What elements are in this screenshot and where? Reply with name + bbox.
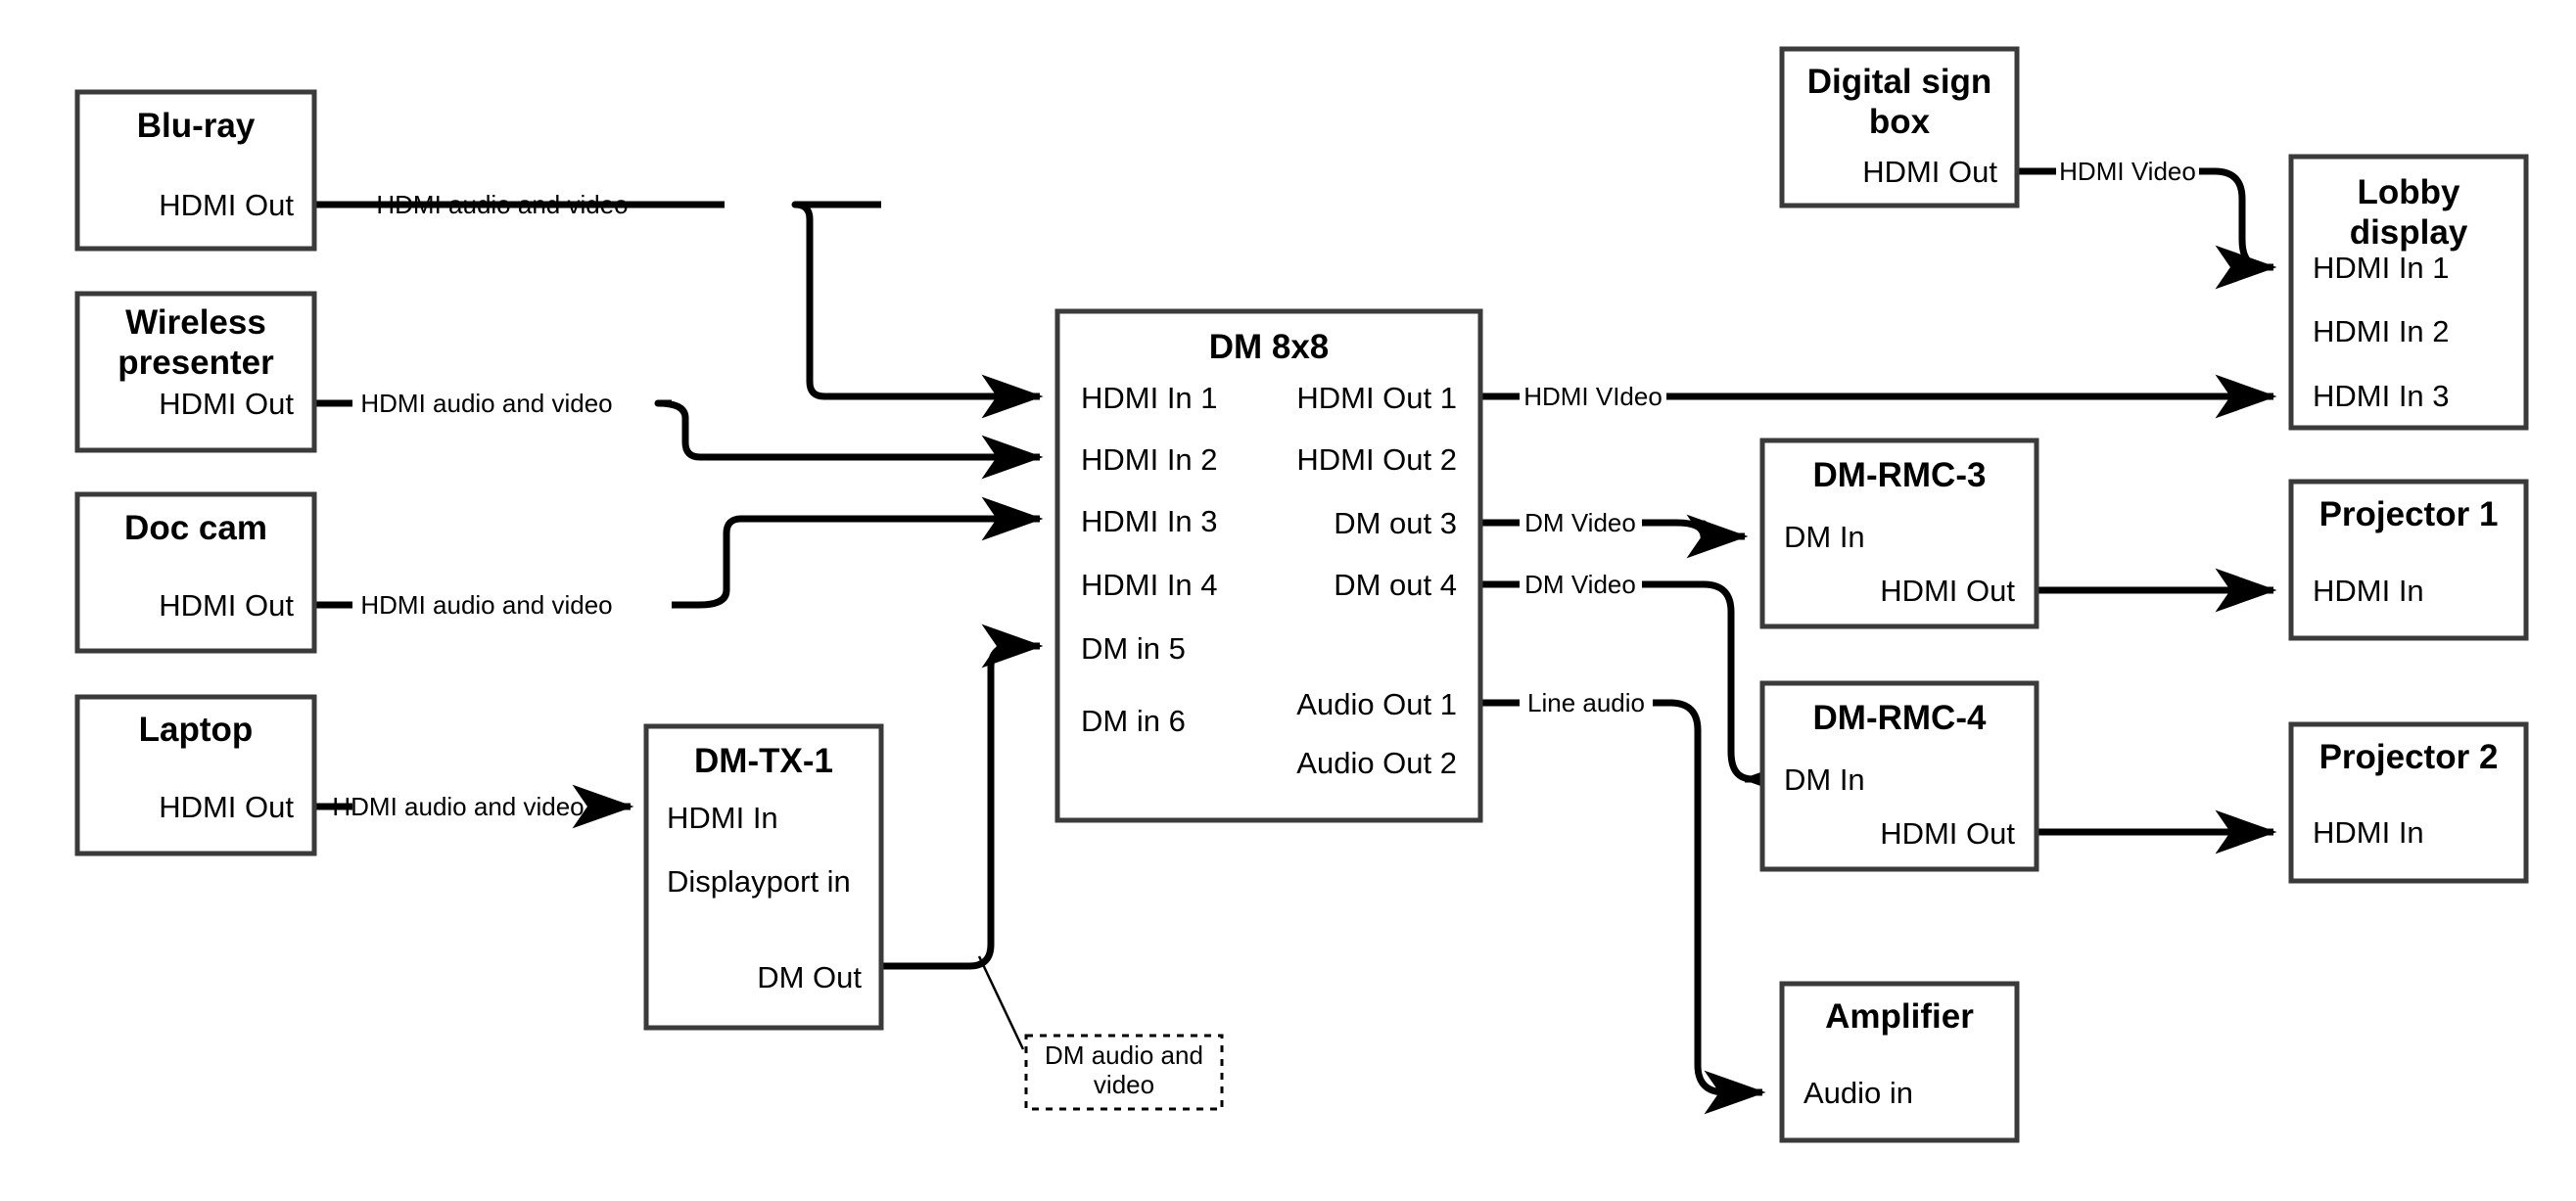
wire-label-dm8x8-out1-to-lobby: HDMI VIdeo <box>1523 382 1663 411</box>
device-box-amplifier[interactable]: Amplifier Audio in <box>1779 981 2020 1143</box>
device-box-dm-tx-1[interactable]: DM-TX-1 HDMI In Displayport in DM Out <box>643 723 884 1031</box>
projector-2-title: Projector 2 <box>2319 738 2499 776</box>
dm-8x8-output-hdmi-out-1: HDMI Out 1 <box>1296 381 1457 415</box>
lobby-display-title-line2: display <box>2350 213 2468 252</box>
projector-1-port-hdmi-in: HDMI In <box>2313 574 2424 608</box>
wire-label-doccam-to-dm8x8: HDMI audio and video <box>360 590 612 620</box>
laptop-port-hdmi-out: HDMI Out <box>159 790 294 824</box>
bluray-title: Blu-ray <box>137 107 256 145</box>
dm-rmc-4-title: DM-RMC-4 <box>1813 699 1987 737</box>
dm-8x8-input-hdmi-in-2: HDMI In 2 <box>1081 442 1218 477</box>
projector-1-title: Projector 1 <box>2319 495 2499 533</box>
device-box-lobby-display[interactable]: Lobby display HDMI In 1 HDMI In 2 HDMI I… <box>2288 154 2529 431</box>
device-box-doc-cam[interactable]: Doc cam HDMI Out <box>74 491 317 654</box>
callout-text-line1: DM audio and <box>1045 1040 1203 1070</box>
wire-label-dm8x8-audio-to-amplifier: Line audio <box>1527 688 1645 717</box>
wire-dm8x8-audio-to-amplifier <box>1480 699 1766 1115</box>
digital-sign-box-port-hdmi-out: HDMI Out <box>1862 155 1997 189</box>
dm-tx-1-title: DM-TX-1 <box>694 742 833 780</box>
device-box-digital-sign-box[interactable]: Digital sign box HDMI Out <box>1779 46 2020 208</box>
wire-doccam-to-dm8x8 <box>314 496 1044 609</box>
device-box-bluray[interactable]: Blu-ray HDMI Out <box>74 89 317 252</box>
dm-tx-1-port-displayport-in: Displayport in <box>667 864 851 899</box>
lobby-display-input-hdmi-in-1: HDMI In 1 <box>2313 251 2450 285</box>
wire-dmtx1-to-dm8x8 <box>881 624 1044 970</box>
lobby-display-title-line1: Lobby <box>2358 173 2461 211</box>
amplifier-title: Amplifier <box>1825 997 1974 1036</box>
dm-8x8-input-dm-in-5: DM in 5 <box>1081 631 1186 666</box>
device-box-dm-8x8[interactable]: DM 8x8 HDMI In 1 HDMI In 2 HDMI In 3 HDM… <box>1054 308 1483 823</box>
wireless-presenter-title-line1: Wireless <box>125 303 266 342</box>
device-box-dm-rmc-3[interactable]: DM-RMC-3 DM In HDMI Out <box>1759 438 2039 629</box>
bluray-port-hdmi-out: HDMI Out <box>159 188 294 222</box>
wire-label-wireless-to-dm8x8: HDMI audio and video <box>360 389 612 418</box>
device-box-laptop[interactable]: Laptop HDMI Out <box>74 694 317 856</box>
device-box-projector-1[interactable]: Projector 1 HDMI In <box>2288 479 2529 641</box>
wire-wireless-to-dm8x8 <box>314 399 1044 480</box>
device-box-dm-rmc-4[interactable]: DM-RMC-4 DM In HDMI Out <box>1759 680 2039 872</box>
wire-label-dm8x8-out3-to-rmc3: DM Video <box>1524 508 1636 537</box>
dm-8x8-output-audio-out-2: Audio Out 2 <box>1296 746 1457 780</box>
dm-rmc-3-port-hdmi-out: HDMI Out <box>1880 574 2015 608</box>
dm-tx-1-port-hdmi-in: HDMI In <box>667 801 778 835</box>
projector-2-port-hdmi-in: HDMI In <box>2313 815 2424 850</box>
dm-8x8-input-hdmi-in-4: HDMI In 4 <box>1081 568 1218 602</box>
wire-label-dm8x8-out4-to-rmc4: DM Video <box>1524 570 1636 599</box>
wire-label-bluray-to-dm8x8: HDMI audio and video <box>376 190 628 219</box>
wire-label-laptop-to-dmtx1: HDMI audio and video <box>332 792 584 821</box>
wire-label-sign-to-lobby: HDMI Video <box>2059 157 2196 186</box>
dm-8x8-output-audio-out-1: Audio Out 1 <box>1296 687 1457 721</box>
dm-rmc-3-title: DM-RMC-3 <box>1813 456 1987 494</box>
wire-dm8x8-out4-to-rmc4 <box>1480 580 1803 802</box>
callout-dm-audio-and-video: DM audio and video <box>1024 1034 1224 1111</box>
wire-sign-to-lobby <box>2017 167 2277 290</box>
wireless-presenter-port-hdmi-out: HDMI Out <box>159 387 294 421</box>
lobby-display-input-hdmi-in-3: HDMI In 3 <box>2313 379 2450 413</box>
device-box-wireless-presenter[interactable]: Wireless presenter HDMI Out <box>74 291 317 453</box>
amplifier-port-audio-in: Audio in <box>1803 1076 1913 1110</box>
callout-text-line2: video <box>1094 1070 1154 1099</box>
dm-rmc-4-port-dm-in: DM In <box>1784 762 1865 797</box>
device-box-projector-2[interactable]: Projector 2 HDMI In <box>2288 721 2529 884</box>
dm-8x8-input-hdmi-in-1: HDMI In 1 <box>1081 381 1218 415</box>
callout-leader-line <box>977 955 1025 1050</box>
dm-rmc-3-port-dm-in: DM In <box>1784 520 1865 554</box>
doc-cam-title: Doc cam <box>124 509 267 547</box>
dm-rmc-4-port-hdmi-out: HDMI Out <box>1880 816 2015 851</box>
laptop-title: Laptop <box>139 711 254 749</box>
wireless-presenter-title-line2: presenter <box>117 344 274 382</box>
doc-cam-port-hdmi-out: HDMI Out <box>159 588 294 623</box>
dm-8x8-output-hdmi-out-2: HDMI Out 2 <box>1296 442 1457 477</box>
dm-8x8-input-dm-in-6: DM in 6 <box>1081 704 1186 738</box>
dm-tx-1-port-dm-out: DM Out <box>757 960 862 994</box>
digital-sign-box-title-line1: Digital sign <box>1807 63 1992 101</box>
wire-dm8x8-out3-to-rmc3 <box>1480 514 1749 559</box>
dm-8x8-output-dm-out-4: DM out 4 <box>1334 568 1457 602</box>
dm-8x8-input-hdmi-in-3: HDMI In 3 <box>1081 504 1218 538</box>
digital-sign-box-title-line2: box <box>1869 103 1931 141</box>
dm-8x8-title: DM 8x8 <box>1209 328 1330 366</box>
lobby-display-input-hdmi-in-2: HDMI In 2 <box>2313 314 2450 348</box>
wire-bluray-to-dm8x8 <box>314 201 1044 419</box>
dm-8x8-output-dm-out-3: DM out 3 <box>1334 506 1457 540</box>
